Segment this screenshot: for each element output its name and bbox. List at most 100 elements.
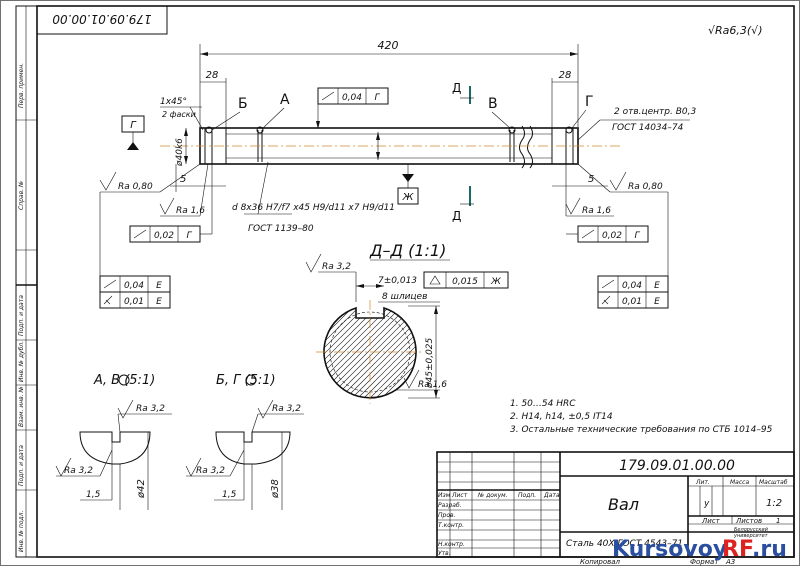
detail-av-title: А, В (5:1) bbox=[93, 373, 155, 388]
detail-bg: Б, Г (5:1) Ra 3,2 Ra 3,2 1,5 ø38 bbox=[185, 373, 304, 510]
ra-left-top: Ra 0,80 bbox=[118, 182, 153, 192]
dim-left: 28 bbox=[206, 70, 219, 81]
tb-head-sign: Подп. bbox=[518, 492, 536, 499]
datum-zh: Ж bbox=[402, 192, 415, 203]
tb-material: Сталь 40Х ГОСТ 4543–71 bbox=[566, 539, 683, 549]
centers-note-1: 2 отв.центр. В0,3 bbox=[614, 107, 696, 117]
tb-sheets-label: Листов bbox=[735, 517, 762, 525]
tb-col-mass: Масса bbox=[730, 479, 749, 486]
label-v: В bbox=[488, 96, 498, 112]
strip-label-1: Перв. примен. bbox=[18, 63, 25, 108]
watermark-part1: Kursovoy bbox=[612, 537, 727, 562]
tol-right-low2-ref: Е bbox=[654, 297, 660, 307]
dim-right: 28 bbox=[559, 70, 572, 81]
detail-av-dim-15: 1,5 bbox=[86, 490, 101, 500]
tb-doc-code: 179.09.01.00.00 bbox=[619, 458, 735, 474]
label-b: Б bbox=[238, 96, 248, 112]
tol-left-mid-val: 0,02 bbox=[154, 231, 174, 241]
tb-format-value: А3 bbox=[725, 558, 735, 566]
watermark-part2: RF bbox=[722, 537, 754, 562]
dim-5-left: 5 bbox=[180, 174, 186, 185]
tb-head-date: Дата bbox=[543, 492, 560, 499]
left-strip: Перв. примен. Справ. № Подп. и дата Инв.… bbox=[15, 5, 38, 558]
ra-right-mid: Ra 1,6 bbox=[582, 206, 611, 216]
tb-head-doc: № докум. bbox=[477, 492, 508, 499]
section-width-dim: 7±0,013 bbox=[378, 276, 417, 286]
section-diameter: ø45±0,025 bbox=[425, 337, 435, 389]
tol-right-low1-ref: Е bbox=[654, 281, 660, 291]
section-mark-top: Д bbox=[452, 81, 461, 95]
tb-sheets-value: 1 bbox=[776, 517, 780, 525]
tol-right-mid-val: 0,02 bbox=[602, 231, 622, 241]
tb-col-scale: Масштаб bbox=[759, 479, 788, 486]
tb-role-3: Т.контр. bbox=[438, 522, 464, 529]
section-splines: 8 шлицев bbox=[382, 292, 427, 302]
section-title: Д–Д (1:1) bbox=[369, 241, 446, 260]
centers-note-2: ГОСТ 14034–74 bbox=[612, 123, 684, 133]
tol-right-mid-ref: Г bbox=[634, 231, 640, 241]
note-2: 2. H14, h14, ±0,5 IT14 bbox=[510, 412, 613, 422]
detail-av-ra-top: Ra 3,2 bbox=[136, 404, 165, 414]
section-outline bbox=[323, 306, 417, 399]
note-1: 1. 50…54 HRC bbox=[510, 399, 576, 409]
note-3: 3. Остальные технические требования по С… bbox=[510, 425, 773, 435]
strip-label-6: Подп. и дата bbox=[18, 445, 25, 486]
tb-col-lit: Лит. bbox=[695, 479, 710, 486]
tol-right-low1-val: 0,04 bbox=[622, 281, 642, 291]
roughness-general: √Ra6,3(√) bbox=[708, 24, 762, 37]
datum-g: Г bbox=[130, 120, 137, 131]
ra-right-top: Ra 0,80 bbox=[628, 182, 663, 192]
section-ra-top: Ra 3,2 bbox=[322, 262, 351, 272]
tol-left-low2-val: 0,01 bbox=[124, 297, 144, 307]
tb-lit-value: у bbox=[703, 499, 710, 509]
strip-label-2: Справ. № bbox=[18, 181, 25, 210]
detail-bg-diameter: ø38 bbox=[270, 479, 281, 499]
label-a: А bbox=[280, 92, 290, 108]
section-tol-ref: Ж bbox=[490, 277, 501, 287]
tb-org-2: университет bbox=[733, 533, 769, 539]
section-tol-val: 0,015 bbox=[452, 277, 478, 287]
spline-note-2: ГОСТ 1139–80 bbox=[248, 224, 314, 234]
tb-role-5: Н.контр. bbox=[438, 541, 465, 548]
tol-right-low2-val: 0,01 bbox=[622, 297, 642, 307]
section-mark-bottom: Д bbox=[452, 209, 461, 223]
tol-left-low1-ref: Е bbox=[156, 281, 162, 291]
dim-total: 420 bbox=[378, 39, 399, 52]
detail-av-diameter: ø42 bbox=[136, 479, 147, 499]
section-ra-bottom: Ra 1,6 bbox=[418, 380, 447, 390]
tb-head-list: Лист bbox=[451, 492, 468, 499]
detail-bg-ra-top: Ra 3,2 bbox=[272, 404, 301, 414]
tb-role-6: Утв. bbox=[438, 550, 451, 557]
detail-bg-dim-15: 1,5 bbox=[222, 490, 237, 500]
chamfer-note-1: 1x45° bbox=[160, 97, 187, 107]
watermark: Kursovoy RF .ru bbox=[612, 537, 787, 562]
tol-left-low2-ref: Е bbox=[156, 297, 162, 307]
tol-runout-top-val: 0,04 bbox=[342, 93, 362, 103]
chamfer-note-2: 2 фаски bbox=[162, 110, 196, 119]
strip-label-4: Инв. № дубл. bbox=[18, 341, 25, 382]
strip-label-3: Подп. и дата bbox=[18, 295, 25, 336]
tb-role-2: Пров. bbox=[438, 512, 456, 519]
doc-code-rotated: 179.09.01.00.00 bbox=[52, 12, 152, 26]
tb-format-label: Формат bbox=[690, 558, 719, 566]
tb-sheet-label: Лист bbox=[701, 517, 721, 525]
tol-left-low1-val: 0,04 bbox=[124, 281, 144, 291]
tb-head-izm: Изм bbox=[438, 492, 451, 499]
tb-org-1: Белорусский bbox=[734, 527, 769, 533]
technical-notes: 1. 50…54 HRC 2. H14, h14, ±0,5 IT14 3. О… bbox=[510, 399, 773, 435]
strip-label-5: Взам. инв. № bbox=[18, 386, 25, 427]
tb-scale-value: 1:2 bbox=[766, 498, 782, 509]
ra-left-mid: Ra 1,6 bbox=[176, 206, 205, 216]
detail-av: А, В (5:1) Ra 3,2 Ra 3,2 1,5 ø42 bbox=[55, 373, 172, 510]
strip-label-7: Инв. № подл. bbox=[18, 511, 25, 552]
spline-note-1: d 8x36 H7/f7 x45 H9/d11 x7 H9/d11 bbox=[232, 203, 395, 213]
main-view: 420 28 28 1x45° 2 фаски Б А Г 0,04 Г bbox=[99, 39, 696, 309]
diameter-main: ø40k6 bbox=[175, 138, 185, 167]
tb-copied: Копировал bbox=[580, 558, 621, 566]
dim-5-right: 5 bbox=[588, 174, 594, 185]
watermark-part3: .ru bbox=[752, 537, 787, 562]
tol-left-mid-ref: Г bbox=[186, 231, 192, 241]
title-block: Изм Лист № докум. Подп. Дата Разраб. Про… bbox=[436, 451, 795, 566]
tb-role-1: Разраб. bbox=[438, 502, 462, 509]
